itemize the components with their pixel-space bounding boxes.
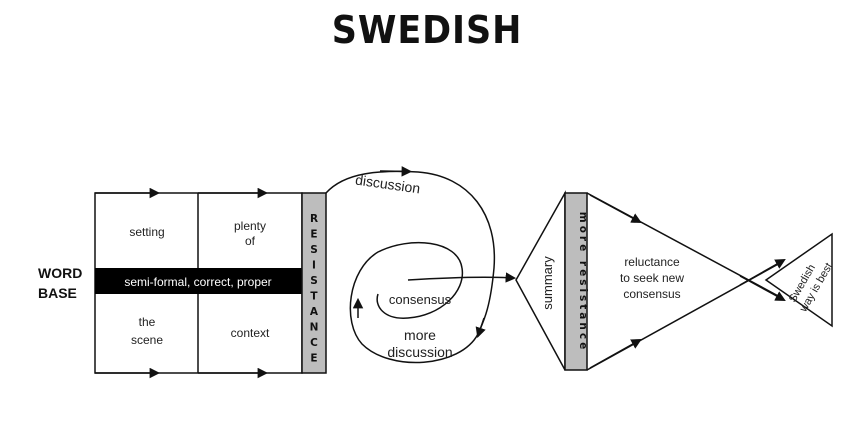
label-discussion-2: discussion — [387, 344, 452, 360]
label-summary: summary — [540, 256, 555, 310]
spiral-path — [349, 241, 479, 364]
cell-plenty: plenty — [234, 219, 266, 233]
label-reluctance-3: consensus — [623, 287, 680, 301]
diagram-title: SWEDISH — [331, 8, 523, 52]
label-more-resistance: more resistance — [577, 212, 589, 352]
end-arrow-2 — [739, 258, 786, 286]
resistance-bar — [301, 192, 327, 374]
cell-context: context — [231, 326, 270, 340]
resistance-letter: I — [312, 260, 316, 272]
label-reluctance-1: reluctance — [624, 255, 680, 269]
cell-of: of — [245, 234, 256, 248]
more-resistance-bar — [564, 192, 588, 371]
cell-setting: setting — [129, 225, 164, 239]
resistance-letter: S — [310, 244, 318, 256]
reluctance-arrow-top — [589, 194, 642, 223]
resistance-letter: E — [310, 353, 317, 365]
side-label-line2: BASE — [38, 285, 77, 301]
cell-the: the — [139, 315, 156, 329]
discussion-down-arrow — [475, 317, 486, 338]
black-band — [95, 268, 302, 294]
resistance-letter: A — [310, 306, 319, 318]
side-label-line1: WORD — [38, 265, 82, 281]
resistance-letter: T — [310, 291, 318, 303]
resistance-letter: E — [310, 229, 317, 241]
resistance-letter: S — [310, 275, 318, 287]
resistance-letter: R — [310, 213, 318, 225]
resistance-letter: C — [310, 337, 318, 349]
end-triangle — [764, 232, 833, 328]
discussion-curve — [325, 170, 496, 335]
label-more: more — [404, 327, 436, 343]
label-discussion: discussion — [354, 172, 421, 197]
label-reluctance-2: to seek new — [620, 271, 684, 285]
label-consensus: consensus — [389, 292, 452, 307]
consensus-arrow — [407, 272, 517, 283]
reluctance-arrow-bottom — [589, 338, 642, 369]
band-label: semi-formal, correct, proper — [124, 275, 271, 289]
resistance-letter: N — [310, 322, 319, 334]
discussion-arrow — [379, 166, 413, 177]
cell-scene: scene — [131, 333, 163, 347]
